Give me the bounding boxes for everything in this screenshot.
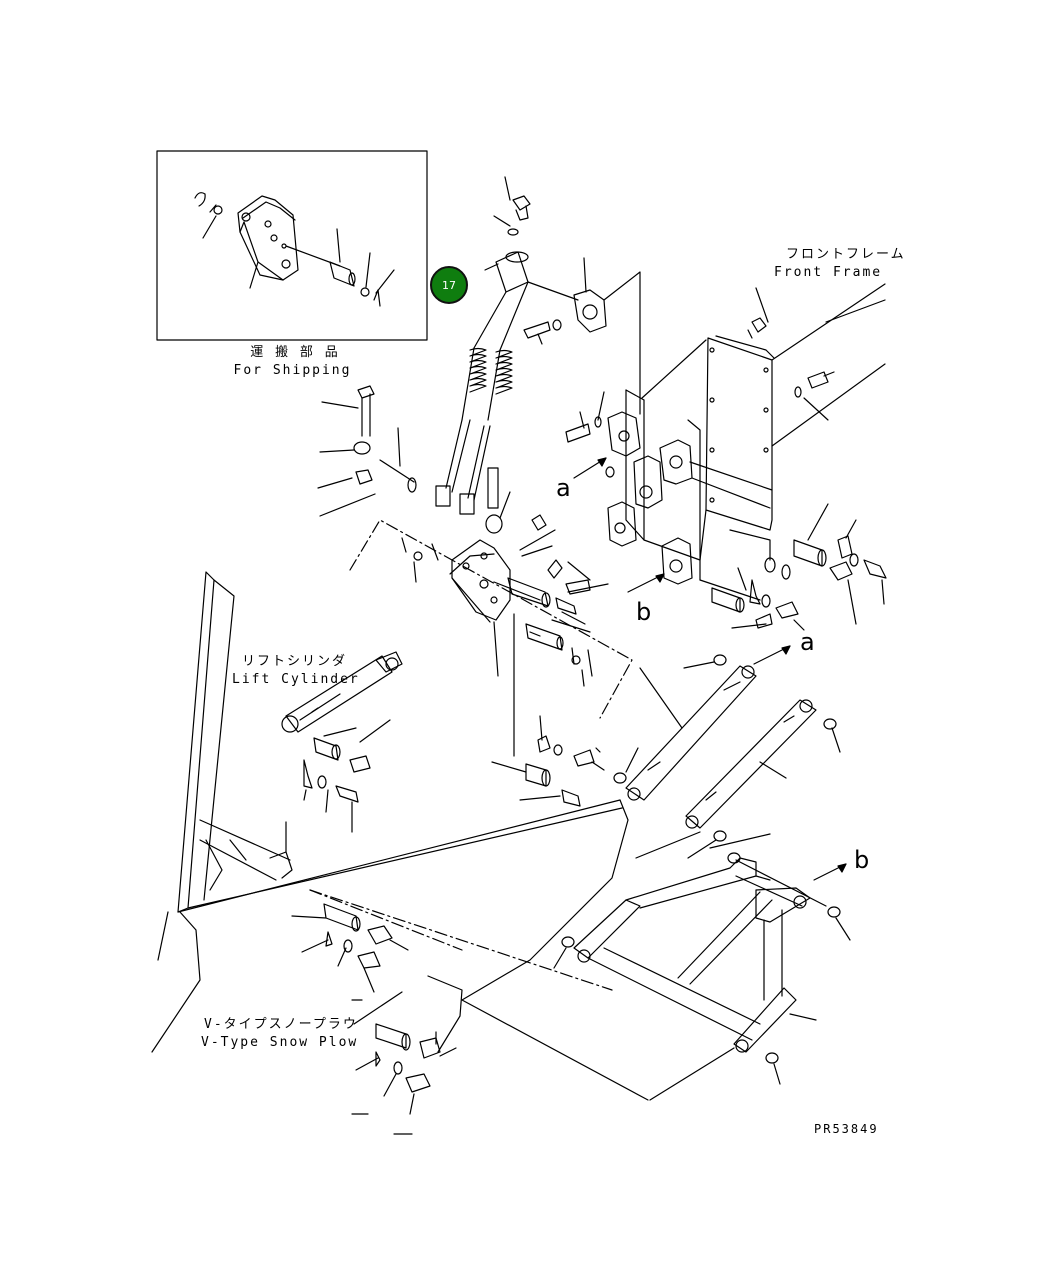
snow-plow-label-jp: V-タイプスノープラウ [204, 1017, 358, 1032]
snow-plow-label-en: V-Type Snow Plow [201, 1035, 359, 1050]
link-arms [614, 655, 840, 858]
front-frame-label-en: Front Frame [774, 265, 883, 280]
drawing-number: PR53849 [814, 1122, 879, 1136]
shipping-label-en: For Shipping [233, 363, 352, 378]
hardware-column [318, 386, 555, 556]
part-callout-17[interactable]: 17 [430, 266, 468, 304]
front-frame [566, 284, 886, 630]
shipping-parts-inset [157, 151, 427, 340]
lower-frame [554, 832, 850, 1084]
reference-letter-a-right: a [800, 628, 815, 656]
front-frame-label-jp: フロントフレーム [786, 247, 906, 262]
shipping-label-jp: 運 搬 部 品 [250, 345, 340, 360]
lift-cylinder-label-jp: リフトシリンダ [242, 654, 348, 669]
spring-rod-assembly [436, 177, 640, 514]
lower-bracket-assembly [350, 520, 632, 756]
reference-letter-a: a [556, 474, 571, 502]
blade-assembly [152, 572, 628, 1052]
reference-letter-b: b [636, 598, 652, 626]
reference-arrows [574, 458, 846, 880]
lift-cylinder-label-en: Lift Cylinder [232, 672, 360, 687]
reference-letter-b-right: b [854, 846, 870, 874]
snow-plow-hardware [292, 890, 734, 1134]
